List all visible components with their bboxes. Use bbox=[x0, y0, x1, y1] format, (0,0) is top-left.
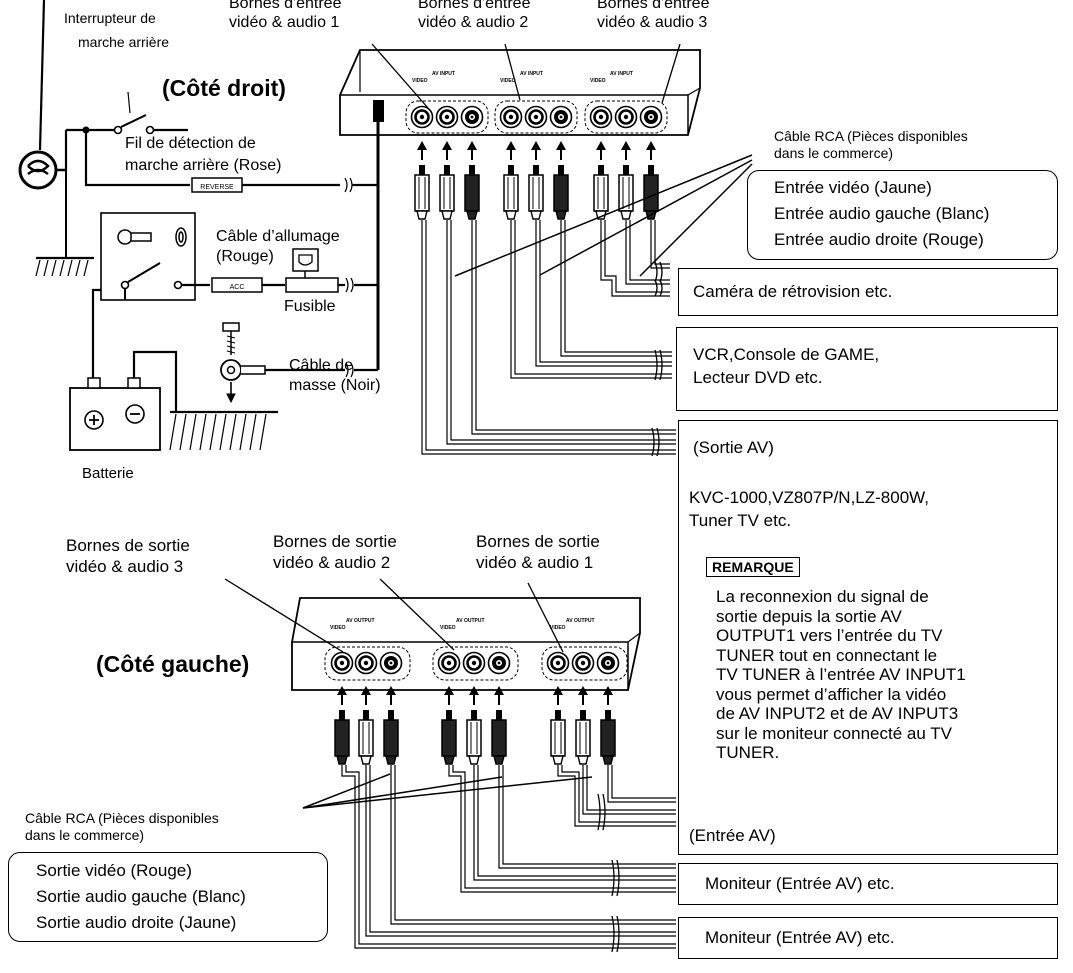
remarque-line: La reconnexion du signal de bbox=[716, 587, 929, 606]
monitor-box-2: Moniteur (Entrée AV) etc. bbox=[678, 917, 1058, 959]
reverse-switch-label-line1: Interrupteur de bbox=[64, 10, 156, 26]
svg-text:VIDEO: VIDEO bbox=[590, 78, 606, 84]
svg-text:VIDEO: VIDEO bbox=[440, 625, 456, 631]
power-wiring bbox=[18, 0, 380, 451]
device-camera-label: Caméra de rétrovision etc. bbox=[693, 282, 893, 301]
monitor-box-1: Moniteur (Entrée AV) etc. bbox=[678, 863, 1058, 905]
output-rca-plugs bbox=[334, 709, 616, 765]
rca-bottom-label-line2: dans le commerce) bbox=[25, 827, 145, 843]
input-label-1-line2: vidéo & audio 1 bbox=[229, 14, 340, 31]
output-label-1-line1: Bornes de sortie bbox=[476, 532, 600, 551]
svg-text:AV OUTPUT: AV OUTPUT bbox=[346, 618, 375, 624]
remarque-line: TUNER. bbox=[716, 743, 780, 762]
input-label-2-line2: vidéo & audio 2 bbox=[418, 14, 529, 31]
output-color-legend: Sortie vidéo (Rouge) Sortie audio gauche… bbox=[8, 852, 328, 942]
remarque-label: REMARQUE bbox=[706, 557, 800, 577]
input-label-1-line1: Bornes d'entrée bbox=[229, 0, 342, 12]
av-input-footer: (Entrée AV) bbox=[689, 826, 776, 845]
av-devices-line1: KVC-1000,VZ807P/N,LZ-800W, bbox=[689, 488, 930, 507]
device-vcr-line1: VCR,Console de GAME, bbox=[693, 345, 880, 364]
remarque-line: OUTPUT1 vers l’entrée du TV bbox=[716, 626, 943, 645]
device-vcr-line2: Lecteur DVD etc. bbox=[693, 368, 823, 387]
monitor-1-label: Moniteur (Entrée AV) etc. bbox=[705, 874, 895, 893]
input-label-3-line1: Bornes d'entrée bbox=[597, 0, 710, 12]
device-box-camera: Caméra de rétrovision etc. bbox=[678, 268, 1058, 316]
rca-top-label-line1: Câble RCA (Pièces disponibles bbox=[774, 128, 968, 144]
remarque-line: vous permet d’afficher la vidéo bbox=[716, 684, 947, 704]
output-label-2-line1: Bornes de sortie bbox=[273, 532, 397, 551]
monitor-2-label: Moniteur (Entrée AV) etc. bbox=[705, 928, 895, 947]
output-rca-cables bbox=[341, 765, 676, 949]
remarque-line: TV TUNER à l’entrée AV INPUT1 bbox=[716, 665, 966, 684]
ground-label-line1: Câble de bbox=[289, 357, 354, 374]
reverse-wire-label-line1: Fil de détection de bbox=[125, 135, 256, 152]
remarque-line: sortie depuis la sortie AV bbox=[716, 606, 902, 626]
legend-video-in: Entrée vidéo (Jaune) bbox=[774, 178, 932, 197]
reverse-switch-label-line2: marche arrière bbox=[78, 34, 170, 50]
legend-audio-right-in: Entrée audio droite (Rouge) bbox=[774, 230, 984, 249]
left-side-label: (Côté gauche) bbox=[96, 651, 250, 677]
legend-audio-left-in: Entrée audio gauche (Blanc) bbox=[774, 204, 990, 223]
fuse-label: Fusible bbox=[284, 298, 336, 315]
rca-top-label-line2: dans le commerce) bbox=[774, 145, 894, 161]
remarque-line: TUNER tout en connectant le bbox=[716, 645, 938, 665]
av-output-title: (Sortie AV) bbox=[693, 438, 774, 457]
legend-audio-right-out: Sortie audio droite (Jaune) bbox=[36, 913, 237, 932]
ignition-label-line1: Câble d’allumage bbox=[216, 228, 340, 245]
output-label-1-line2: vidéo & audio 1 bbox=[476, 553, 594, 572]
svg-text:VIDEO: VIDEO bbox=[500, 78, 516, 84]
input-color-legend: Entrée vidéo (Jaune) Entrée audio gauche… bbox=[747, 170, 1058, 260]
remarque-text: La reconnexion du signal de sortie depui… bbox=[716, 587, 966, 763]
svg-text:AV OUTPUT: AV OUTPUT bbox=[566, 618, 595, 624]
device-box-vcr: VCR,Console de GAME, Lecteur DVD etc. bbox=[676, 327, 1058, 411]
remarque-line: de AV INPUT2 et de AV INPUT3 bbox=[716, 704, 959, 723]
device-box-av-tuner: (Sortie AV) KVC-1000,VZ807P/N,LZ-800W, T… bbox=[678, 420, 1058, 855]
rca-pointer-lines bbox=[454, 154, 753, 277]
reverse-tag: REVERSE bbox=[200, 184, 234, 191]
remarque-line: sur le moniteur connecté au TV bbox=[716, 723, 952, 743]
rca-bottom-label-line1: Câble RCA (Pièces disponibles bbox=[25, 810, 219, 826]
av-devices-line2: Tuner TV etc. bbox=[689, 511, 792, 530]
right-side-label: (Côté droit) bbox=[162, 75, 286, 101]
battery-label: Batterie bbox=[82, 465, 134, 482]
input-arrows bbox=[416, 140, 657, 161]
reverse-wire-label-line2: marche arrière (Rose) bbox=[125, 157, 282, 174]
output-label-2-line2: vidéo & audio 2 bbox=[273, 553, 391, 572]
input-rca-cables bbox=[421, 220, 676, 455]
ignition-label-line2: (Rouge) bbox=[216, 248, 274, 265]
ground-label-line2: masse (Noir) bbox=[289, 377, 381, 394]
output-label-3-line1: Bornes de sortie bbox=[66, 536, 190, 555]
svg-text:VIDEO: VIDEO bbox=[330, 625, 346, 631]
input-label-2-line1: Bornes d'entrée bbox=[418, 0, 531, 12]
svg-text:AV INPUT: AV INPUT bbox=[520, 71, 543, 77]
right-side-unit: AV INPUT AV INPUT AV INPUT VIDEO VIDEO V… bbox=[339, 49, 701, 136]
svg-text:VIDEO: VIDEO bbox=[550, 625, 566, 631]
svg-text:VIDEO: VIDEO bbox=[412, 78, 428, 84]
legend-audio-left-out: Sortie audio gauche (Blanc) bbox=[36, 887, 246, 906]
left-side-unit: AV OUTPUT AV OUTPUT AV OUTPUT VIDEO VIDE… bbox=[291, 597, 641, 691]
svg-text:AV INPUT: AV INPUT bbox=[432, 71, 455, 77]
svg-text:AV INPUT: AV INPUT bbox=[610, 71, 633, 77]
acc-tag: ACC bbox=[230, 284, 245, 291]
legend-video-out: Sortie vidéo (Rouge) bbox=[36, 861, 192, 880]
output-label-3-line2: vidéo & audio 3 bbox=[66, 557, 184, 576]
input-rca-plugs bbox=[414, 164, 659, 220]
input-label-3-line2: vidéo & audio 3 bbox=[597, 14, 708, 31]
svg-text:AV OUTPUT: AV OUTPUT bbox=[456, 618, 485, 624]
